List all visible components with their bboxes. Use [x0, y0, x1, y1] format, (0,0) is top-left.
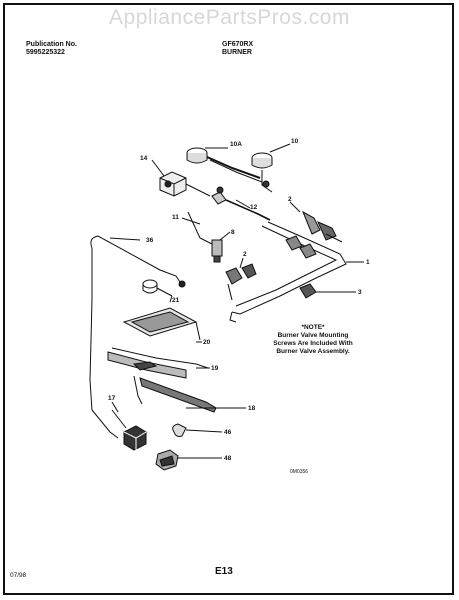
- part-8-thermostat-bulb: [187, 211, 223, 263]
- callout-48: 48: [224, 455, 232, 462]
- revision-date: 07/98: [10, 572, 27, 579]
- part-20-shield: [122, 307, 201, 341]
- note-title: *NOTE*: [301, 324, 325, 331]
- callout-10: 10: [291, 138, 299, 145]
- callout-36: 36: [146, 237, 154, 244]
- part-18-burner-tube: [133, 375, 246, 413]
- callout-3: 3: [358, 289, 362, 296]
- part-36-tubing: [89, 235, 186, 439]
- part-3-clip: [299, 283, 356, 299]
- publication-number: 5995225322: [26, 49, 65, 56]
- note-line-2: Screws Are Included With: [273, 340, 353, 347]
- callout-1: 1: [366, 259, 370, 266]
- part-46-clip: [172, 423, 223, 437]
- part-14-valve-block: [159, 171, 211, 197]
- watermark-text: AppliancePartsPros.com: [109, 6, 350, 29]
- callout-12: 12: [250, 204, 258, 211]
- callout-8: 8: [231, 229, 235, 236]
- page-code: E13: [215, 566, 233, 577]
- section-title: BURNER: [222, 49, 252, 56]
- callout-2-lower: 2: [243, 251, 247, 258]
- note-line-3: Burner Valve Assembly.: [276, 348, 350, 355]
- part-2-orifices-lower: [225, 263, 257, 301]
- part-19-burner: [107, 347, 209, 379]
- part-2-orifices-upper: [302, 210, 343, 243]
- callout-18: 18: [248, 405, 256, 412]
- callout-46: 46: [224, 429, 232, 436]
- note-box: *NOTE* Burner Valve Mounting Screws Are …: [258, 324, 368, 356]
- callout-17: 17: [108, 395, 116, 402]
- diagram-code: 0M0356: [290, 469, 309, 475]
- part-10a-valve: [186, 147, 263, 183]
- note-line-1: Burner Valve Mounting: [277, 332, 349, 339]
- part-21-grommet: [142, 279, 173, 297]
- publication-label: Publication No.: [26, 41, 77, 48]
- callout-14: 14: [140, 155, 148, 162]
- part-1-manifold: [229, 221, 347, 323]
- part-12-fitting: [211, 186, 271, 221]
- model-number: GF670RX: [222, 41, 254, 48]
- part-10-valve: [251, 152, 273, 193]
- callout-20: 20: [203, 339, 211, 346]
- callout-10a: 10A: [230, 141, 242, 148]
- page-border: [3, 3, 454, 595]
- callout-11: 11: [172, 214, 179, 221]
- callout-21: 21: [172, 297, 180, 304]
- callout-19: 19: [211, 365, 219, 372]
- callout-2-upper: 2: [288, 196, 292, 203]
- part-17-igniter: [111, 409, 147, 451]
- part-48-bracket: [155, 449, 222, 471]
